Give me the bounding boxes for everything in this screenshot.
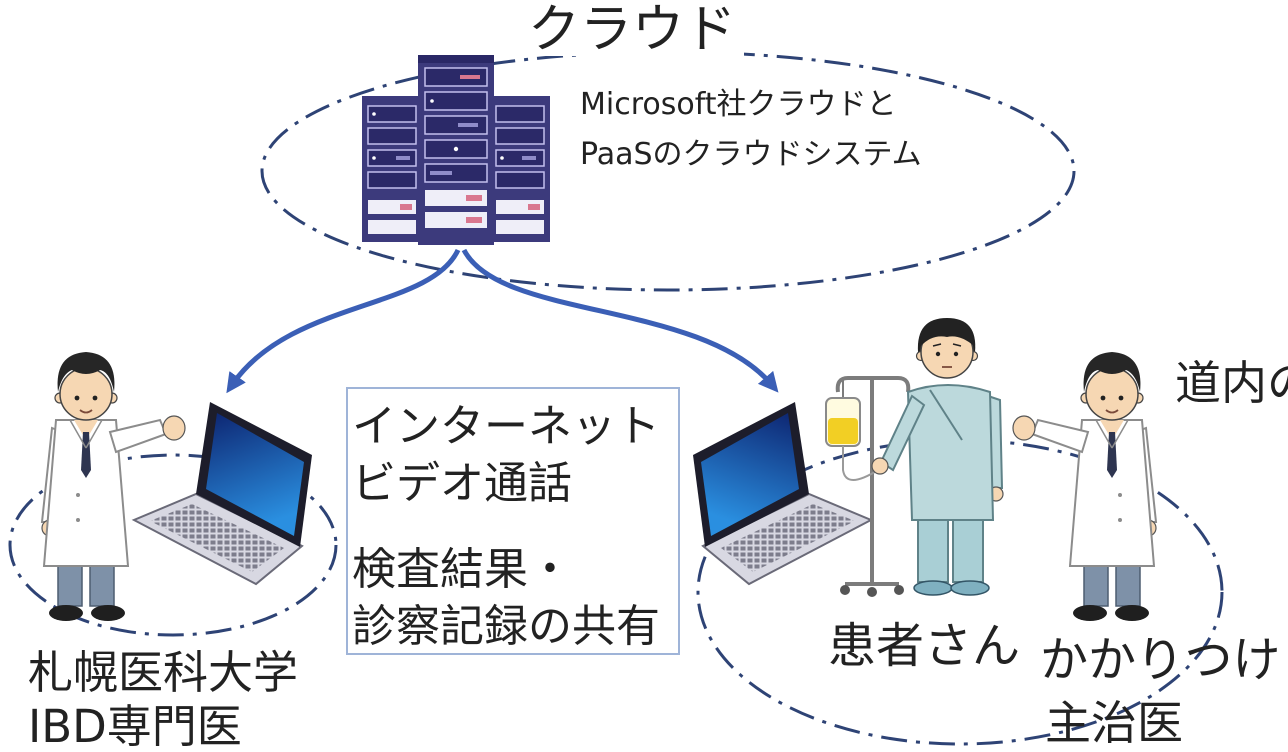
local-doctor-label-line-1: かかりつけ bbox=[1040, 636, 1281, 684]
shared-info-line-1: インターネット bbox=[352, 401, 660, 452]
local-laptop-icon bbox=[693, 402, 874, 586]
shared-info-line-2: ビデオ通話 bbox=[352, 458, 572, 509]
iv-hanger bbox=[835, 376, 911, 393]
local-doctor-label-line-2: 主治医 bbox=[1045, 696, 1183, 750]
patient-leg bbox=[917, 517, 949, 583]
cloud-description-line-2: PaaSのクラウドシステム bbox=[580, 137, 922, 172]
specialist-doctor-icon bbox=[40, 352, 186, 621]
region-label: 道内の bbox=[1175, 360, 1288, 406]
laptop-keyboard bbox=[150, 504, 284, 572]
doctor-hair bbox=[57, 352, 115, 392]
specialist-laptop-icon bbox=[131, 402, 312, 586]
patient-icon bbox=[871, 318, 1004, 596]
specialist-label-line-2: IBD専門医 bbox=[28, 700, 242, 752]
patient-gown bbox=[906, 384, 995, 521]
cloud-description-line-1: Microsoft社クラウドと bbox=[580, 87, 897, 122]
iv-stand-icon bbox=[825, 376, 911, 597]
server-rack-icon bbox=[362, 55, 550, 245]
local-doctor-icon bbox=[1012, 352, 1158, 621]
iv-liquid bbox=[828, 418, 858, 444]
patient-leg bbox=[952, 517, 984, 583]
shared-info-box: インターネット ビデオ通話 検査結果・ 診察記録の共有 bbox=[346, 387, 680, 655]
local-group-outline bbox=[696, 438, 1224, 746]
patient-slipper bbox=[913, 580, 953, 596]
laptop-screen bbox=[701, 413, 799, 536]
arrow-cloud-to-specialist bbox=[226, 248, 461, 394]
laptop-screen bbox=[206, 413, 304, 536]
patient-slipper bbox=[950, 580, 990, 596]
arrow-cloud-to-local bbox=[461, 248, 779, 393]
laptop-keyboard bbox=[721, 504, 855, 572]
specialist-label-line-1: 札幌医科大学 bbox=[28, 646, 299, 699]
shared-info-line-3: 検査結果・ bbox=[352, 544, 572, 595]
cloud-title: クラウド bbox=[520, 4, 745, 56]
doctor-hair bbox=[1083, 352, 1141, 392]
specialist-group-outline bbox=[8, 453, 338, 637]
patient-label: 患者さん bbox=[828, 618, 1021, 674]
patient-arm bbox=[879, 394, 926, 472]
shared-info-line-4: 診察記録の共有 bbox=[352, 601, 660, 652]
cloud-group-outline bbox=[260, 50, 1076, 292]
iv-tube bbox=[842, 446, 879, 481]
